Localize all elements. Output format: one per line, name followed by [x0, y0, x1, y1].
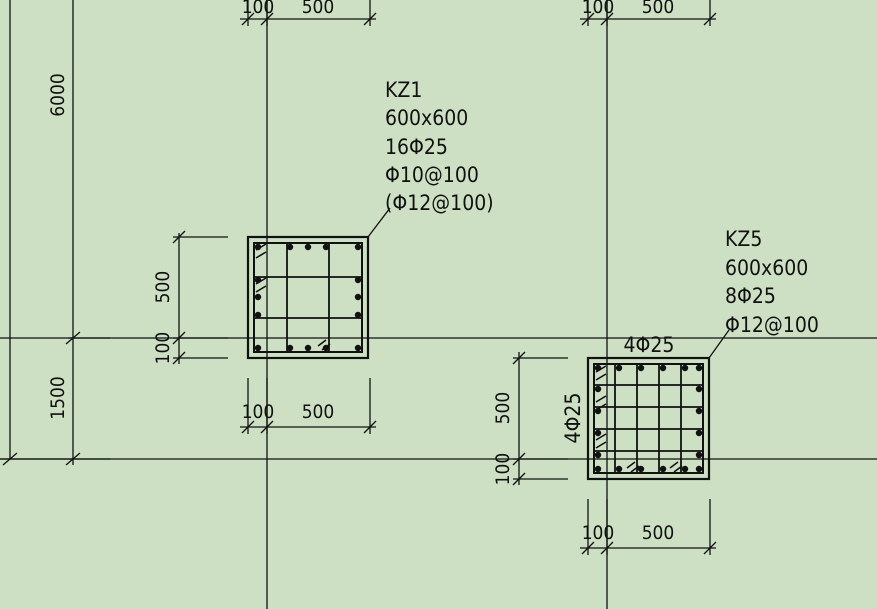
kz1-top-dim-b: 500 [302, 0, 335, 18]
kz1-bottom-dim-a: 100 [242, 401, 275, 423]
kz1-side-dim-a: 500 [152, 271, 174, 304]
kz5-leader-line [708, 329, 730, 359]
kz5-size: 600x600 [725, 256, 808, 280]
kz5-top-side-bars: 4Φ25 [624, 333, 675, 357]
kz1-bottom-dim-b: 500 [302, 401, 335, 423]
kz1-main-bars: 16Φ25 [385, 135, 448, 159]
kz1-leader-line [367, 207, 391, 238]
kz5-outline [586, 356, 711, 481]
kz1-stirrups: Φ10@100 [385, 163, 479, 187]
kz5-side-dimension [512, 351, 568, 486]
left-dim-upper: 6000 [47, 73, 69, 117]
left-dimension-chain [0, 0, 110, 466]
rebar-dots [254, 243, 703, 473]
kz5-top-dim-a: 100 [582, 0, 615, 18]
kz5-stirrups: Φ12@100 [725, 313, 819, 337]
kz1-side-dim-b: 100 [152, 332, 174, 365]
kz1-top-dim-a: 100 [242, 0, 275, 18]
kz1-size: 600x600 [385, 106, 468, 130]
kz5-side-dim-a: 500 [492, 392, 514, 425]
column-kz1 [246, 235, 370, 360]
kz5-bottom-dim-b: 500 [642, 522, 675, 544]
kz5-hooks [595, 365, 683, 473]
column-kz5 [586, 356, 711, 481]
kz1-side-dimension [172, 230, 228, 365]
kz5-top-dimension [580, 0, 717, 26]
kz1-outline [246, 235, 370, 360]
kz5-bottom-dimension [580, 499, 717, 555]
kz1-bottom-dimension [240, 378, 377, 434]
kz5-main-bars: 8Φ25 [725, 284, 776, 308]
kz5-stirrup [593, 363, 704, 474]
kz5-left-side-bars: 4Φ25 [561, 393, 585, 444]
kz5-side-dim-b: 100 [492, 453, 514, 486]
left-dim-lower: 1500 [47, 376, 69, 420]
kz5-top-dim-b: 500 [642, 0, 675, 18]
kz1-stirrup [253, 242, 363, 353]
kz1-top-dimension [240, 0, 377, 26]
kz1-inner-ties [254, 243, 362, 352]
kz5-inner-ties [594, 364, 703, 473]
kz1-label: KZ1 [385, 78, 422, 102]
kz5-bottom-dim-a: 100 [582, 522, 615, 544]
kz5-label: KZ5 [725, 227, 762, 251]
kz1-stirrups-alt: (Φ12@100) [385, 191, 494, 215]
